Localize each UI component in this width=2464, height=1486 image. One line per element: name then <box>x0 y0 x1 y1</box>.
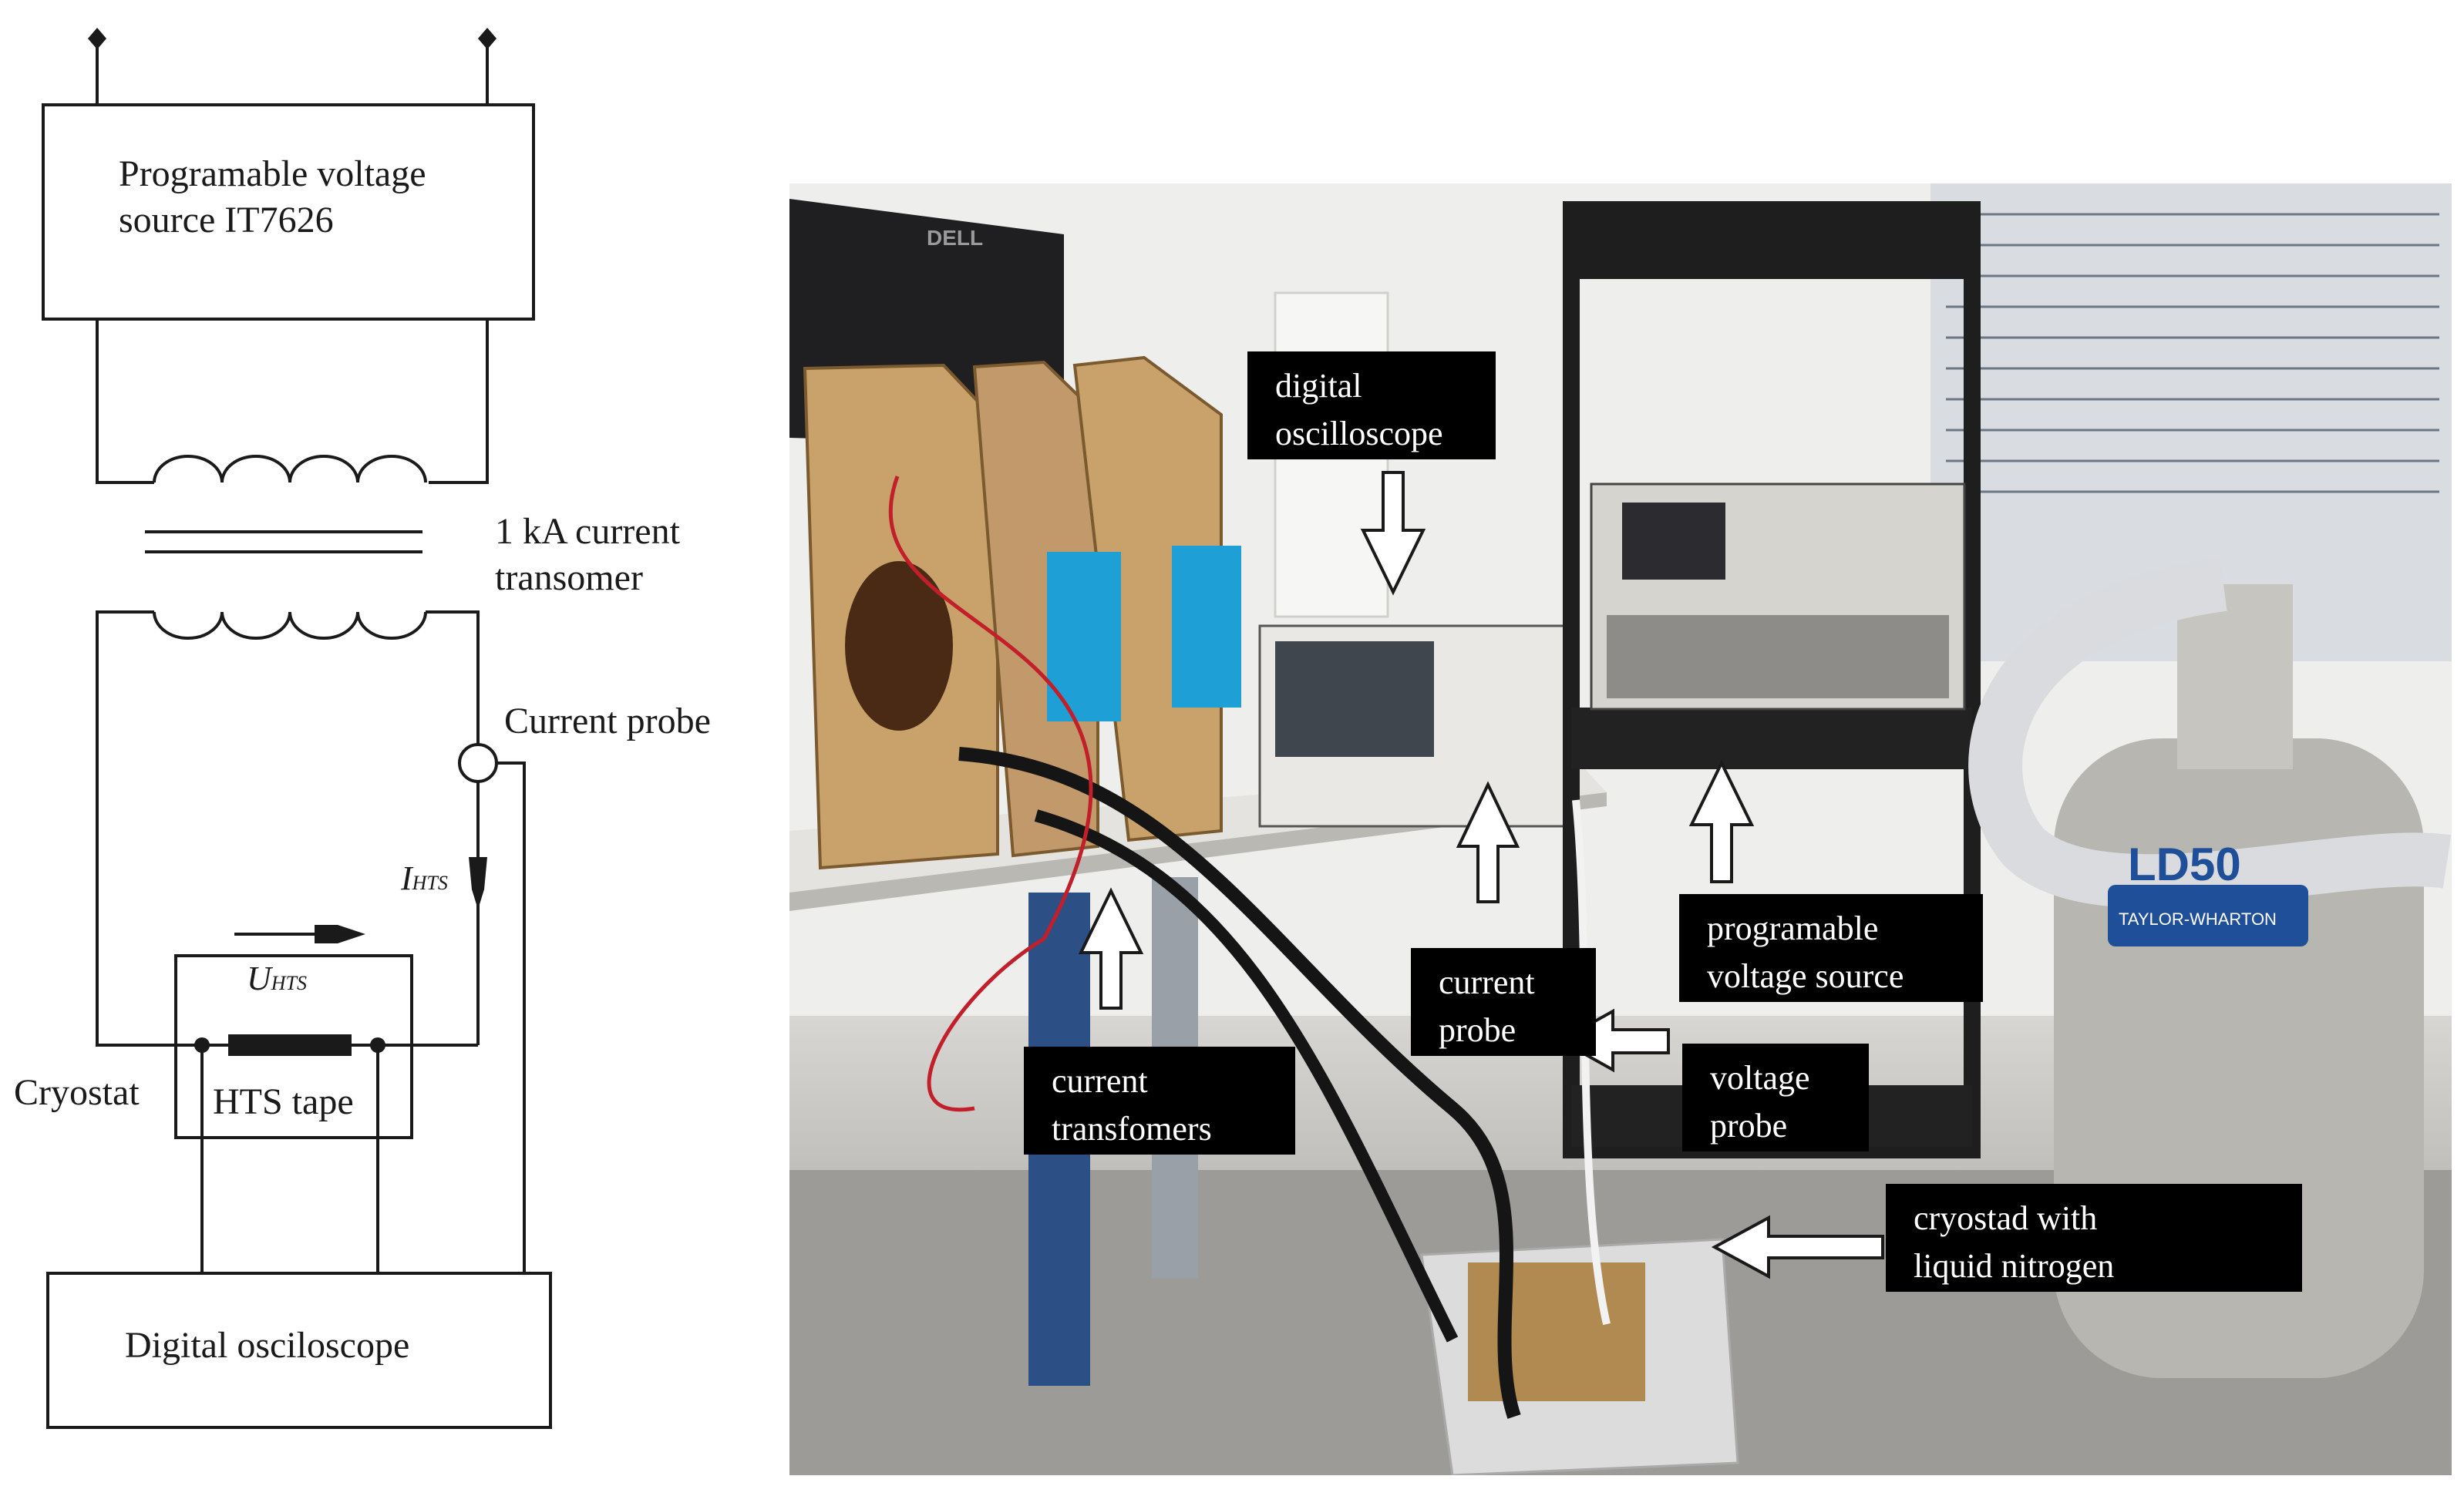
voltage-source-label-line1: Programable voltage <box>119 153 426 194</box>
arrow-probe <box>1456 781 1520 903</box>
secondary-coil <box>153 611 427 640</box>
rack-top <box>1571 210 1972 279</box>
i-hts-label: IHTS <box>401 857 448 899</box>
primary-wire-left <box>96 319 154 484</box>
callout-current-transformers: current transfomers <box>1024 1047 1295 1155</box>
transformer-label: 1 kA current transomer <box>495 509 680 601</box>
u-hts-main: U <box>247 960 271 997</box>
transformer-label-line1: 1 kA current <box>495 511 680 552</box>
terminal-right-dot <box>478 28 497 49</box>
voltage-source-grille <box>1607 615 1949 698</box>
current-probe-lead <box>497 761 526 1273</box>
red-wire <box>888 476 1093 1112</box>
oscilloscope-screen <box>1275 641 1434 757</box>
callout-source-line2: voltage source <box>1707 957 1904 995</box>
callout-transformers-line1: current <box>1052 1062 1148 1100</box>
u-hts-sub: HTS <box>271 972 308 994</box>
white-cable <box>1572 799 1611 1326</box>
voltage-source-label-line2: source IT7626 <box>119 200 334 240</box>
arrow-source <box>1688 759 1755 883</box>
callout-voltage-probe: voltage probe <box>1682 1044 1869 1151</box>
oscilloscope-label: Digital osciloscope <box>125 1325 410 1366</box>
black-cable-2 <box>1034 809 1459 1343</box>
i-hts-sub: HTS <box>412 872 448 894</box>
callout-cryostad: cryostad with liquid nitrogen <box>1886 1184 2302 1292</box>
current-probe-label: Current probe <box>504 701 711 741</box>
dewar-maker: TAYLOR-WHARTON <box>2119 909 2277 929</box>
i-hts-main: I <box>401 859 412 897</box>
arrow-transformers <box>1078 887 1144 1010</box>
rack-shelf <box>1571 708 1972 769</box>
tape-contact-right <box>370 1037 385 1053</box>
dell-brand: DELL <box>927 226 983 250</box>
arrow-cryostad <box>1711 1215 1884 1279</box>
callout-voltage-probe-line2: probe <box>1710 1107 1788 1145</box>
callout-transformers-line2: transfomers <box>1052 1110 1212 1148</box>
oscilloscope-box <box>46 1272 552 1429</box>
transformer-label-line2: transomer <box>495 557 643 598</box>
voltage-source-display <box>1622 503 1725 580</box>
callout-cryostad-line2: liquid nitrogen <box>1914 1247 2115 1285</box>
photo-scene: DELL LD50 TAYLOR-WHARTON <box>789 183 2452 1475</box>
callout-programable-voltage-source: programable voltage source <box>1679 894 1983 1002</box>
callout-probe-line2: probe <box>1439 1011 1516 1049</box>
voltage-source-box <box>42 103 535 321</box>
callout-oscilloscope-line1: digital <box>1275 367 1362 405</box>
callout-probe-line1: current <box>1439 963 1535 1001</box>
callout-voltage-probe-line1: voltage <box>1710 1059 1810 1097</box>
callout-cryostad-line1: cryostad with <box>1914 1199 2098 1237</box>
blue-coil-2 <box>1172 546 1241 708</box>
current-probe-ring <box>458 743 498 783</box>
black-cable-1 <box>958 747 1521 1419</box>
i-hts-arrow <box>469 857 487 909</box>
primary-wire-right <box>429 319 489 484</box>
tape-contact-left <box>194 1037 210 1053</box>
callout-digital-oscilloscope: digital oscilloscope <box>1247 351 1496 459</box>
secondary-wire-left <box>96 610 202 1047</box>
callout-oscilloscope-line2: oscilloscope <box>1275 415 1443 452</box>
nitrogen-bath <box>1468 1262 1645 1401</box>
cryostat-label: Cryostat <box>14 1072 140 1113</box>
wooden-frame-hole <box>845 561 953 731</box>
hts-tape <box>228 1034 352 1056</box>
schematic-wiring <box>42 28 552 1429</box>
arrow-oscilloscope <box>1360 471 1426 596</box>
hts-tape-label: HTS tape <box>213 1081 354 1122</box>
lab-setup-photo: DELL LD50 TAYLOR-WHARTON <box>789 183 2452 1475</box>
dewar-label-plate <box>2108 885 2308 946</box>
callout-current-probe: current probe <box>1411 948 1596 1056</box>
terminal-left-dot <box>88 28 106 49</box>
primary-coil <box>153 455 427 483</box>
circuit-schematic: Programable voltage source IT7626 1 kA c… <box>0 0 771 1486</box>
secondary-wire-right <box>426 610 480 745</box>
dewar-brand: LD50 <box>2128 839 2241 890</box>
u-hts-label: UHTS <box>247 957 307 1000</box>
dewar-hose <box>1968 557 2452 909</box>
cryostat-box <box>174 954 413 1139</box>
u-arrow-head <box>315 925 365 943</box>
callout-source-line1: programable <box>1707 909 1879 947</box>
voltage-source-label: Programable voltage source IT7626 <box>119 151 426 244</box>
